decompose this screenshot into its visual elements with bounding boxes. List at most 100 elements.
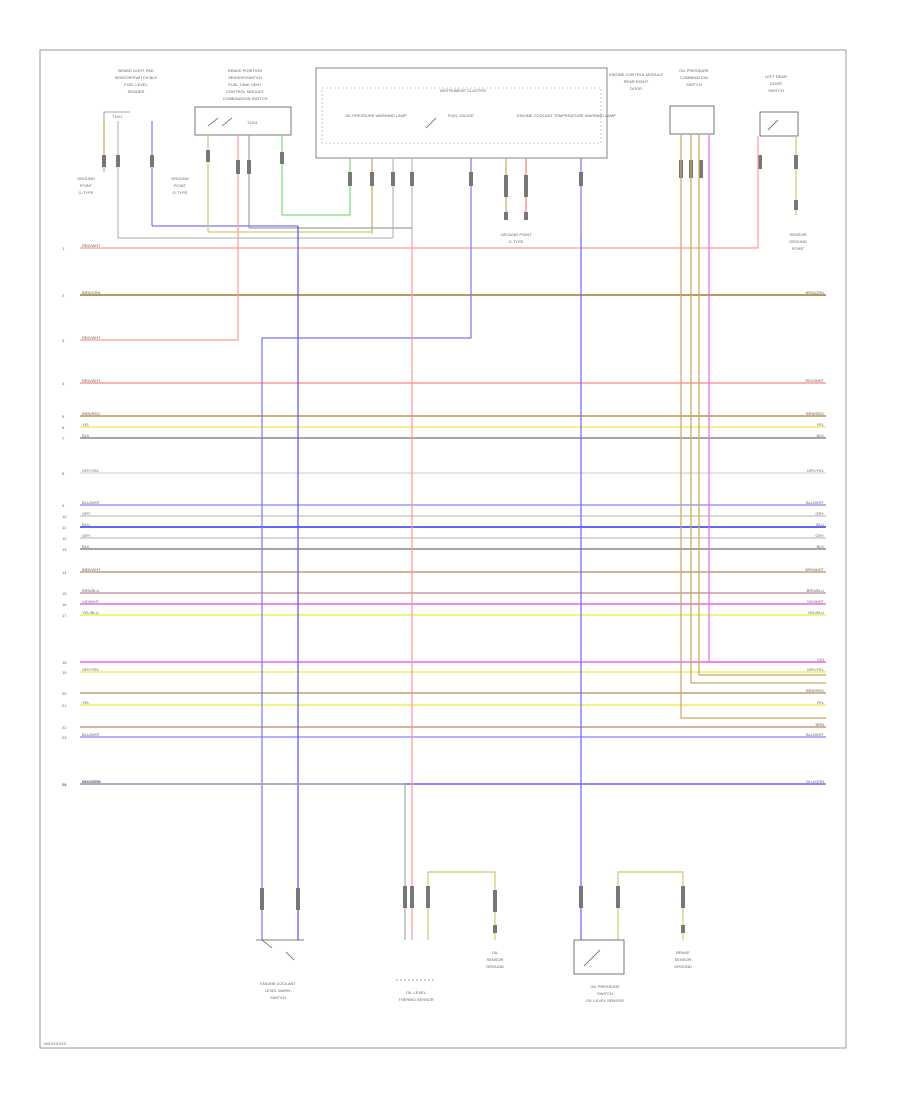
wire-right-label: BRN/BLU bbox=[807, 588, 824, 593]
label-line: GROUND bbox=[674, 964, 692, 969]
footer-code: WXXXXXXX bbox=[44, 1041, 67, 1046]
top-links bbox=[117, 172, 412, 239]
wire-number: 4 bbox=[62, 381, 65, 386]
wire-number: 11 bbox=[62, 525, 67, 530]
wire-number: 13 bbox=[62, 547, 67, 552]
vertical-connections bbox=[80, 135, 826, 940]
label-line: GROUND bbox=[789, 239, 807, 244]
wire-number: 6 bbox=[62, 425, 65, 430]
wire-right-label: BLU/WHT bbox=[806, 500, 825, 505]
wire-number: 22 bbox=[62, 725, 67, 730]
label-line: LEVEL WARN. bbox=[265, 988, 292, 993]
wire-number: 3 bbox=[62, 338, 65, 343]
wire-left-label: RED/WHT bbox=[82, 335, 101, 340]
wire-right-label: BLK bbox=[816, 544, 824, 549]
switch-box bbox=[759, 111, 799, 137]
label-line: GROUND POINT bbox=[500, 232, 532, 237]
wire-right-label: VIO/WHT bbox=[807, 599, 825, 604]
coolant-lamp-label: ENGINE COOLANT TEMPERATURE WARNING LAMP bbox=[517, 113, 616, 118]
wire-left-label: GRY/YEL bbox=[82, 468, 100, 473]
wire-left-label: GRY bbox=[82, 533, 91, 538]
wire-left-label: GRY bbox=[82, 511, 91, 516]
connector-label: T10/4 bbox=[247, 120, 258, 125]
bottom-switch-1 bbox=[256, 939, 304, 961]
wire-number: 10 bbox=[62, 514, 67, 519]
label-line: SWITCH bbox=[597, 991, 613, 996]
bottom-blobs bbox=[260, 886, 685, 933]
label-line: SENDER bbox=[128, 89, 145, 94]
wire-right-label: BLU/GRN bbox=[806, 779, 824, 784]
label-line: ENGINE CONTROL MODULE bbox=[609, 72, 663, 77]
wire-right-label: BRN/RED bbox=[806, 411, 824, 416]
wire-left-label: YEL bbox=[82, 422, 90, 427]
wire-number: 1 bbox=[62, 246, 65, 251]
wire-left-label: RED/WHT bbox=[82, 378, 101, 383]
wire-left-label: BRN/WHT bbox=[82, 567, 101, 572]
wire-left-label: BRN/BLU bbox=[82, 588, 99, 593]
wire-right-label: GRY/YEL bbox=[807, 667, 825, 672]
wire-number: 16 bbox=[62, 602, 67, 607]
wire-number: 25 bbox=[62, 782, 67, 787]
connector-label: T10/1 bbox=[112, 114, 123, 119]
switch-box bbox=[669, 105, 715, 135]
label-line: SENSOR bbox=[790, 232, 807, 237]
wire-right-label: YEL/BLU bbox=[808, 610, 825, 615]
label-line: BRAKE POSITION bbox=[228, 68, 262, 73]
label-line: SENSOR/SWITCH bbox=[228, 75, 262, 80]
label-line: GROUND bbox=[486, 964, 504, 969]
wire-right-label: GRY bbox=[815, 511, 824, 516]
wire-number: 2 bbox=[62, 293, 65, 298]
wire-number: 20 bbox=[62, 691, 67, 696]
wire-right-label: BLU/WHT bbox=[806, 732, 825, 737]
wire-right-label: BLK bbox=[816, 433, 824, 438]
label-line: OIL LEVEL SENSOR bbox=[586, 998, 624, 1003]
wire-right-label: BLU bbox=[816, 522, 824, 527]
wire-right-label: BRN/WHT bbox=[805, 567, 824, 572]
diagram-border bbox=[39, 49, 847, 1049]
wire-number: 24 bbox=[62, 782, 67, 787]
label-line: SWITCH bbox=[270, 995, 286, 1000]
wire-left-label: BLU/WHT bbox=[82, 500, 101, 505]
label-line: DOOR bbox=[630, 86, 642, 91]
wire-right-label: YEL bbox=[816, 422, 824, 427]
label-line: G-TYPE bbox=[173, 190, 188, 195]
wire-number: 7 bbox=[62, 436, 65, 441]
wire-number: 8 bbox=[62, 471, 65, 476]
wire-number: 23 bbox=[62, 735, 67, 740]
instrument-cluster-box bbox=[315, 67, 608, 159]
label-line: COMBINATION bbox=[680, 75, 708, 80]
wire-number: 9 bbox=[62, 503, 65, 508]
wire-number: 17 bbox=[62, 613, 67, 618]
label-line: SWITCH bbox=[686, 82, 702, 87]
wire-number: 14 bbox=[62, 570, 67, 575]
wire-left-label: YEL/BLU bbox=[82, 610, 99, 615]
label-line: SENSOR/SWITCH BLK bbox=[115, 75, 158, 80]
label-line: LEFT REAR bbox=[765, 74, 787, 79]
label-line: OIL LEVEL bbox=[406, 990, 427, 995]
connector-blobs bbox=[102, 150, 798, 220]
label-line: REAR RIGHT bbox=[624, 79, 649, 84]
label-line: SENSOR bbox=[675, 957, 692, 962]
label-line: POINT bbox=[174, 183, 187, 188]
gauge-needle bbox=[425, 117, 437, 129]
label-line: ENGINE COOLANT bbox=[260, 981, 296, 986]
label-line: OIL bbox=[492, 950, 499, 955]
wire-left-label: BLK bbox=[82, 433, 90, 438]
wire-number: 5 bbox=[62, 414, 65, 419]
label-line: BRAKE LIGHT PAD bbox=[118, 68, 154, 73]
